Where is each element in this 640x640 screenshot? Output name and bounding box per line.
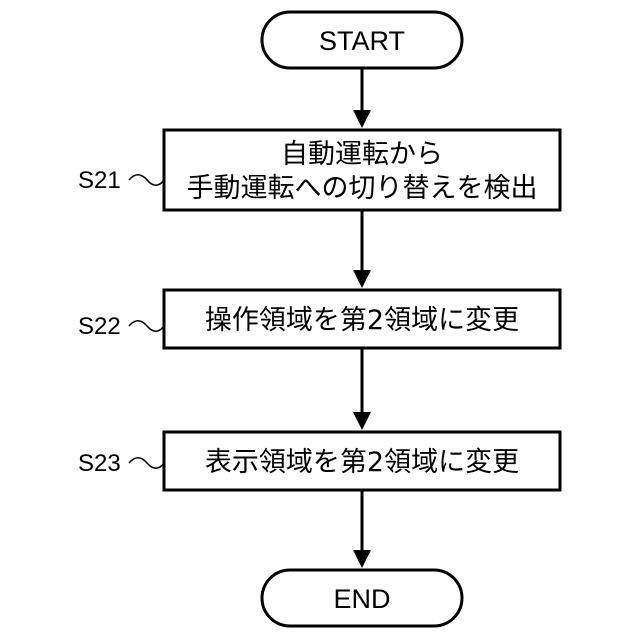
arrowhead	[353, 270, 371, 288]
connector-s21-to-s22	[353, 210, 371, 288]
process-s21-line-2: 手動運転への切り替えを検出	[187, 173, 538, 204]
step-label-s22: S22	[78, 313, 121, 340]
process-s21-line-1: 自動運転から	[281, 139, 443, 170]
process-s22-line-1: 操作領域を第2領域に変更	[205, 305, 519, 336]
arrowhead	[353, 412, 371, 430]
arrowhead	[353, 110, 371, 128]
process-step-s21: 自動運転から 手動運転への切り替えを検出	[164, 130, 560, 210]
end-label: END	[333, 584, 390, 614]
step-label-s23: S23	[78, 450, 121, 477]
connector-start-to-s21	[353, 68, 371, 128]
start-label: START	[319, 26, 405, 56]
leader-s22	[129, 321, 164, 332]
start-terminal: START	[262, 12, 462, 68]
process-s23-line-1: 表示領域を第2領域に変更	[205, 447, 519, 478]
leader-s21	[129, 175, 164, 186]
end-terminal: END	[262, 570, 462, 626]
connector-s23-to-end	[353, 490, 371, 568]
arrowhead	[353, 550, 371, 568]
connector-s22-to-s23	[353, 348, 371, 430]
process-step-s22: 操作領域を第2領域に変更	[164, 290, 560, 348]
process-step-s23: 表示領域を第2領域に変更	[164, 432, 560, 490]
leader-s23	[129, 458, 164, 469]
step-label-s21: S21	[78, 167, 121, 194]
